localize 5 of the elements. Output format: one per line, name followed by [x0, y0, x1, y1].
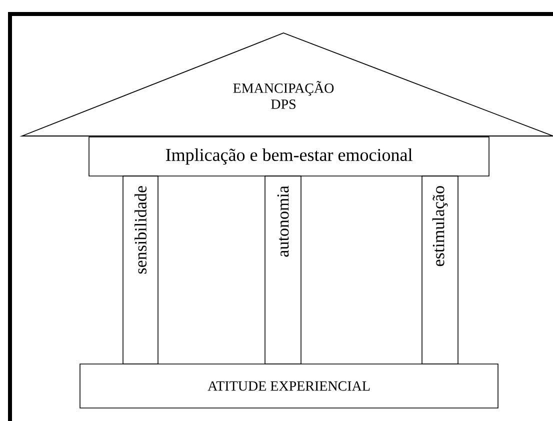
pillar-box: estimulação: [422, 176, 458, 364]
beam-box: Implicação e bem-estar emocional: [88, 136, 490, 176]
base-box: ATITUDE EXPERIENCIAL: [80, 364, 498, 408]
pillar-box: sensibilidade: [122, 176, 158, 364]
pillar-box: autonomia: [264, 176, 302, 364]
